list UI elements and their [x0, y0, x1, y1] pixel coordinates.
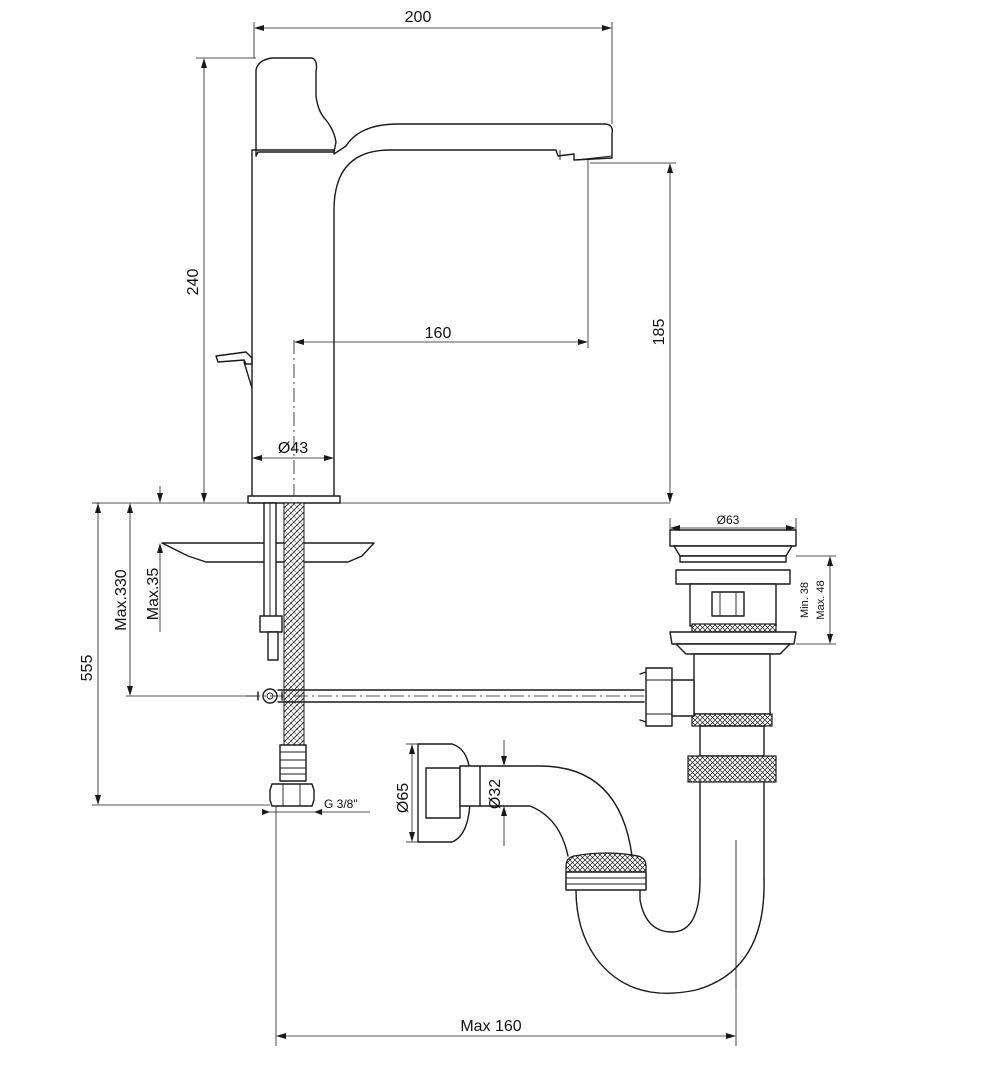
dimension-max330-label: Max.330	[113, 569, 130, 630]
dimension-max160-label: Max 160	[460, 1018, 521, 1035]
dimension-240-label: 240	[185, 269, 202, 296]
dimension-200-label: 200	[405, 9, 432, 26]
dimension-overall-depth: 555	[79, 502, 270, 806]
pop-up-rod	[246, 689, 660, 703]
dimension-trap-reach: Max 160	[275, 806, 737, 1046]
waste-body	[693, 653, 771, 715]
lever-handle	[255, 57, 337, 157]
trap-arm	[479, 765, 633, 857]
dimension-flange-diameter: Ø65	[395, 743, 420, 843]
mounting-hardware	[161, 502, 375, 807]
base-flange	[247, 495, 341, 504]
flex-hose	[283, 502, 305, 748]
dimension-min38-label: Min. 38	[799, 582, 811, 618]
dimension-160-label: 160	[425, 325, 452, 342]
faucet-body	[215, 57, 614, 504]
dimension-max-depth: Max.330	[113, 503, 258, 697]
pop-up-waste	[639, 529, 797, 757]
dimension-185-label: 185	[651, 319, 668, 346]
dimension-g38-label: G 3/8"	[324, 797, 358, 811]
dimension-pipe-diameter: Ø32	[480, 740, 510, 846]
dimension-spout-height: 185	[590, 162, 676, 503]
dimension-max35-label: Max.35	[145, 568, 162, 621]
pivot-nut	[645, 667, 673, 727]
dimension-height: 240	[185, 57, 256, 503]
dimension-max48-label: Max. 48	[815, 580, 827, 619]
pop-up-rod-knob	[215, 351, 253, 365]
dimension-o63-label: Ø63	[717, 513, 740, 527]
dimension-inlet-thread: G 3/8"	[262, 797, 370, 815]
dimension-555-label: 555	[79, 655, 96, 682]
dimension-base-diameter: Ø43	[252, 440, 334, 461]
waste-plug	[669, 529, 797, 547]
dimension-width: 200	[253, 9, 613, 124]
inlet-nut	[269, 783, 315, 807]
p-trap	[417, 743, 777, 994]
dimension-deck-thickness: Max.35	[145, 486, 163, 632]
dimension-waste-range: Min. 38 Max. 48	[796, 555, 836, 645]
trap-bend	[575, 879, 765, 994]
dimension-o65-label: Ø65	[395, 783, 412, 813]
dimension-reach: 160	[293, 160, 589, 496]
spout	[251, 123, 614, 499]
dimension-waste-diameter: Ø63	[669, 513, 797, 531]
dimension-o32-label: Ø32	[487, 779, 504, 809]
dimension-o43-label: Ø43	[278, 440, 308, 457]
